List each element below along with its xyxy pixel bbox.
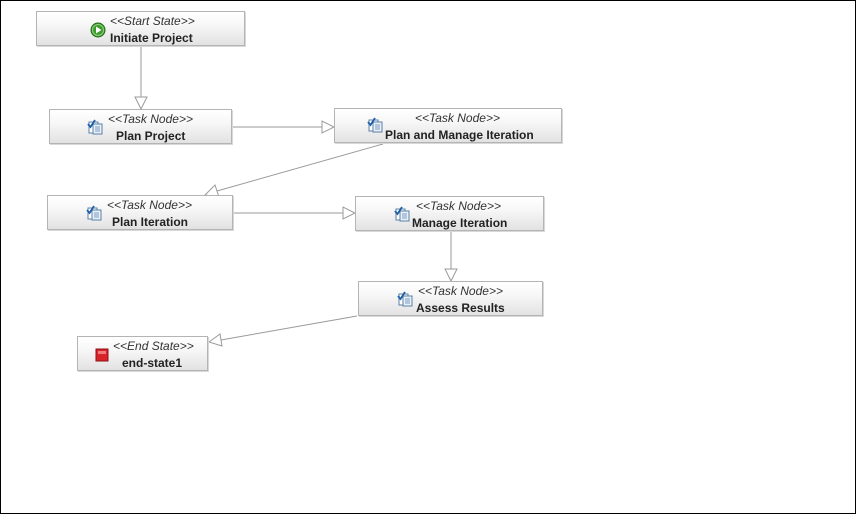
node-stereotype: <<Start State>> <box>110 14 195 28</box>
node-plan-iteration[interactable]: <<Task Node>> Plan Iteration <box>47 195 233 230</box>
transition-plan-project-to-plan-and-manage[interactable] <box>232 120 336 134</box>
transition-initiate-to-plan-project[interactable] <box>134 46 148 111</box>
node-end-state1[interactable]: <<End State>> end-state1 <box>77 336 208 371</box>
node-manage-iteration[interactable]: <<Task Node>> Manage Iteration <box>355 196 544 231</box>
node-plan-project[interactable]: <<Task Node>> Plan Project <box>49 109 232 144</box>
node-label: end-state1 <box>122 356 183 370</box>
task-node-icon <box>367 117 383 133</box>
end-state-icon <box>95 348 111 364</box>
node-stereotype: <<Task Node>> <box>418 284 503 298</box>
node-stereotype: <<Task Node>> <box>416 199 501 213</box>
node-stereotype: <<Task Node>> <box>108 112 193 126</box>
node-label: Initiate Project <box>110 31 193 45</box>
node-stereotype: <<Task Node>> <box>107 198 192 212</box>
node-plan-and-manage-iteration[interactable]: <<Task Node>> Plan and Manage Iteration <box>334 108 562 143</box>
transition-plan-and-manage-to-plan-iteration[interactable] <box>203 143 384 198</box>
node-label: Plan Project <box>116 129 186 143</box>
transition-assess-results-to-end-state[interactable] <box>207 315 358 347</box>
transition-plan-iteration-to-manage-iteration[interactable] <box>233 206 357 220</box>
node-stereotype: <<Task Node>> <box>415 111 500 125</box>
task-node-icon <box>86 205 102 221</box>
start-state-icon <box>90 22 106 38</box>
node-label: Plan Iteration <box>112 215 189 229</box>
node-initiate-project[interactable]: <<Start State>> Initiate Project <box>36 11 245 46</box>
transition-manage-iteration-to-assess-results[interactable] <box>444 231 458 283</box>
node-assess-results[interactable]: <<Task Node>> Assess Results <box>358 281 543 316</box>
node-stereotype: <<End State>> <box>113 339 194 353</box>
task-node-icon <box>394 206 410 222</box>
node-label: Assess Results <box>416 301 505 315</box>
node-label: Manage Iteration <box>412 216 508 230</box>
node-label: Plan and Manage Iteration <box>385 128 534 142</box>
task-node-icon <box>397 291 413 307</box>
task-node-icon <box>87 119 103 135</box>
